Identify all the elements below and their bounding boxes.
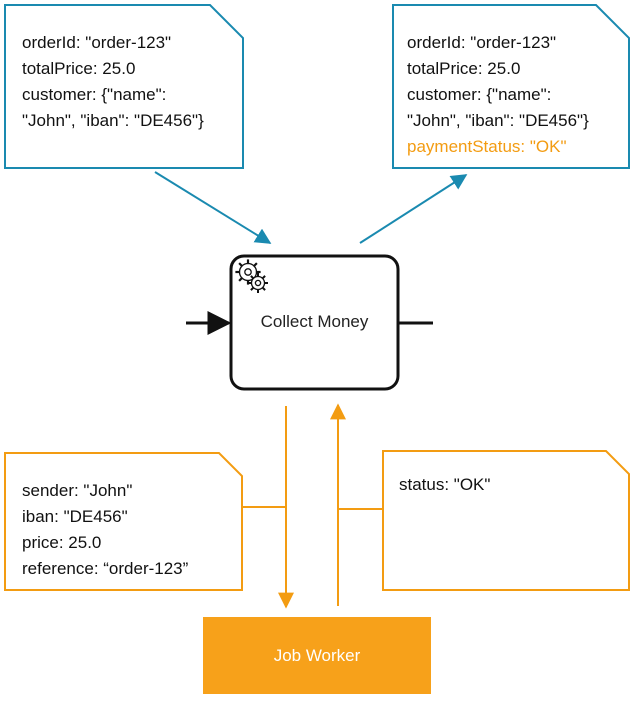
note-line: reference: “order-123” xyxy=(22,559,189,578)
job-result-text: status: "OK" xyxy=(399,472,490,498)
output-variables-text: orderId: "order-123" totalPrice: 25.0 cu… xyxy=(407,30,589,160)
note-line: price: 25.0 xyxy=(22,533,102,552)
note-line: sender: "John" xyxy=(22,481,133,500)
job-worker-box[interactable] xyxy=(203,617,431,694)
note-line: customer: {"name": xyxy=(22,85,167,104)
job-worker-label: Job Worker xyxy=(273,646,361,665)
job-result-note xyxy=(382,450,630,591)
note-line: "John", "iban": "DE456"} xyxy=(22,111,204,130)
output-association-arrow xyxy=(359,174,468,244)
note-line: orderId: "order-123" xyxy=(22,33,172,52)
note-line: totalPrice: 25.0 xyxy=(22,59,136,78)
note-line: orderId: "order-123" xyxy=(407,33,557,52)
note-line: status: "OK" xyxy=(399,475,491,494)
note-line: customer: {"name": xyxy=(407,85,552,104)
job-variables-note xyxy=(4,452,243,591)
input-association-arrow xyxy=(154,171,272,244)
gears-icon xyxy=(235,259,268,293)
payment-status-line: paymentStatus: "OK" xyxy=(407,137,567,156)
note-line: "John", "iban": "DE456"} xyxy=(407,111,589,130)
note-line: iban: "DE456" xyxy=(22,507,128,526)
output-variables-note xyxy=(392,4,630,169)
input-variables-text: orderId: "order-123" totalPrice: 25.0 cu… xyxy=(22,30,204,134)
note-line: totalPrice: 25.0 xyxy=(407,59,521,78)
job-variables-text: sender: "John" iban: "DE456" price: 25.0… xyxy=(22,478,188,582)
input-variables-note xyxy=(4,4,244,169)
task-label: Collect Money xyxy=(260,312,369,331)
